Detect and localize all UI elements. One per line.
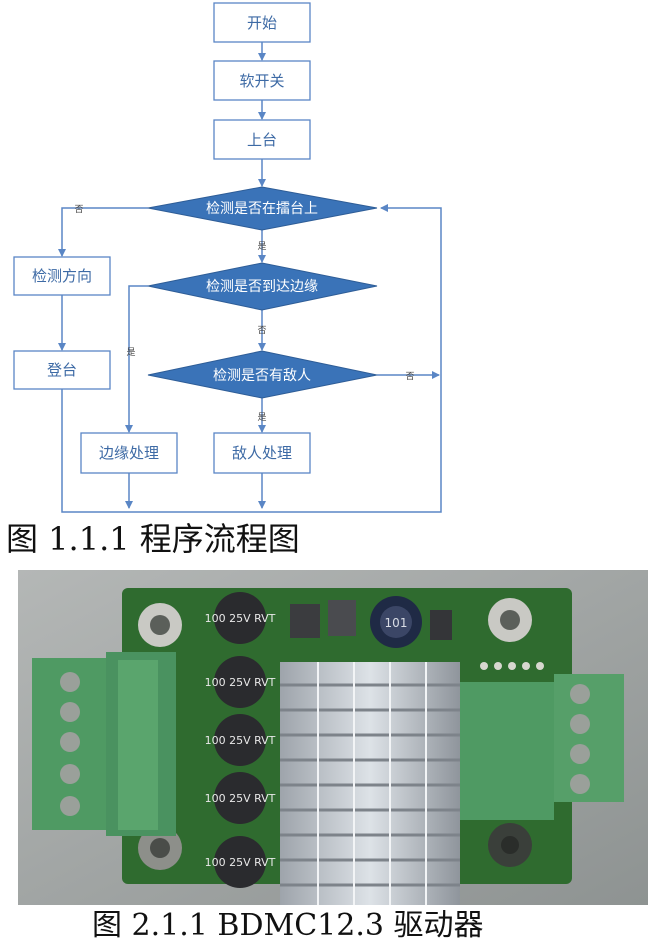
edge-label-yes-edge: 是 [126, 347, 135, 358]
electrolytic-capacitors: 100 25V RVT 100 25V RVT 100 25V RVT 100 … [205, 592, 276, 888]
capacitor-label: 100 25V RVT [205, 856, 276, 869]
detect-direction-label: 检测方向 [32, 267, 92, 285]
check-enemy-diamond: 检测是否有敌人 [147, 350, 378, 399]
surface-components: 101 [290, 596, 544, 670]
inductor-label: 101 [385, 616, 408, 630]
edge-label-no-edge: 否 [257, 325, 266, 336]
climb-stage-label: 登台 [47, 361, 77, 379]
heatsink [280, 662, 460, 905]
capacitor-label: 100 25V RVT [205, 734, 276, 747]
edge-label-yes-on-stage: 是 [257, 241, 266, 252]
start-box: 开始 [213, 2, 311, 43]
edge-label-yes-enemy: 是 [257, 412, 266, 423]
start-label: 开始 [247, 14, 277, 32]
edge-label-no-enemy: 否 [405, 371, 414, 382]
check-edge-diamond: 检测是否到达边缘 [147, 262, 378, 311]
edge-handling-label: 边缘处理 [99, 444, 159, 462]
check-enemy-label: 检测是否有敌人 [213, 368, 311, 384]
right-terminal-block [458, 674, 624, 820]
figure-2-caption: 图 2.1.1 BDMC12.3 驱动器 [92, 908, 484, 943]
check-edge-label: 检测是否到达边缘 [206, 279, 318, 295]
driver-board-photo: 100 25V RVT 100 25V RVT 100 25V RVT 100 … [18, 570, 648, 905]
soft-switch-box: 软开关 [213, 60, 311, 101]
edge-handling-box: 边缘处理 [80, 432, 178, 474]
mount-label: 上台 [247, 131, 277, 149]
soft-switch-label: 软开关 [239, 72, 284, 90]
mount-box: 上台 [213, 119, 311, 160]
mounting-holes [138, 598, 532, 870]
enemy-handling-box: 敌人处理 [213, 432, 311, 474]
capacitor-label: 100 25V RVT [205, 612, 276, 625]
check-on-stage-diamond: 检测是否在擂台上 [147, 186, 378, 231]
left-terminal-block [32, 652, 176, 836]
program-flowchart: 开始 软开关 上台 检测方向 登台 边缘处理 敌人处理 检测是否在擂台上 检测是… [13, 2, 442, 513]
capacitor-label: 100 25V RVT [205, 676, 276, 689]
climb-stage-box: 登台 [13, 350, 111, 390]
flow-connectors [58, 42, 442, 513]
capacitor-label: 100 25V RVT [205, 792, 276, 805]
detect-direction-box: 检测方向 [13, 256, 111, 296]
check-on-stage-label: 检测是否在擂台上 [206, 201, 318, 217]
enemy-handling-label: 敌人处理 [232, 444, 292, 462]
edge-label-no-on-stage: 否 [74, 204, 83, 215]
figure-1-caption: 图 1.1.1 程序流程图 [6, 520, 300, 558]
